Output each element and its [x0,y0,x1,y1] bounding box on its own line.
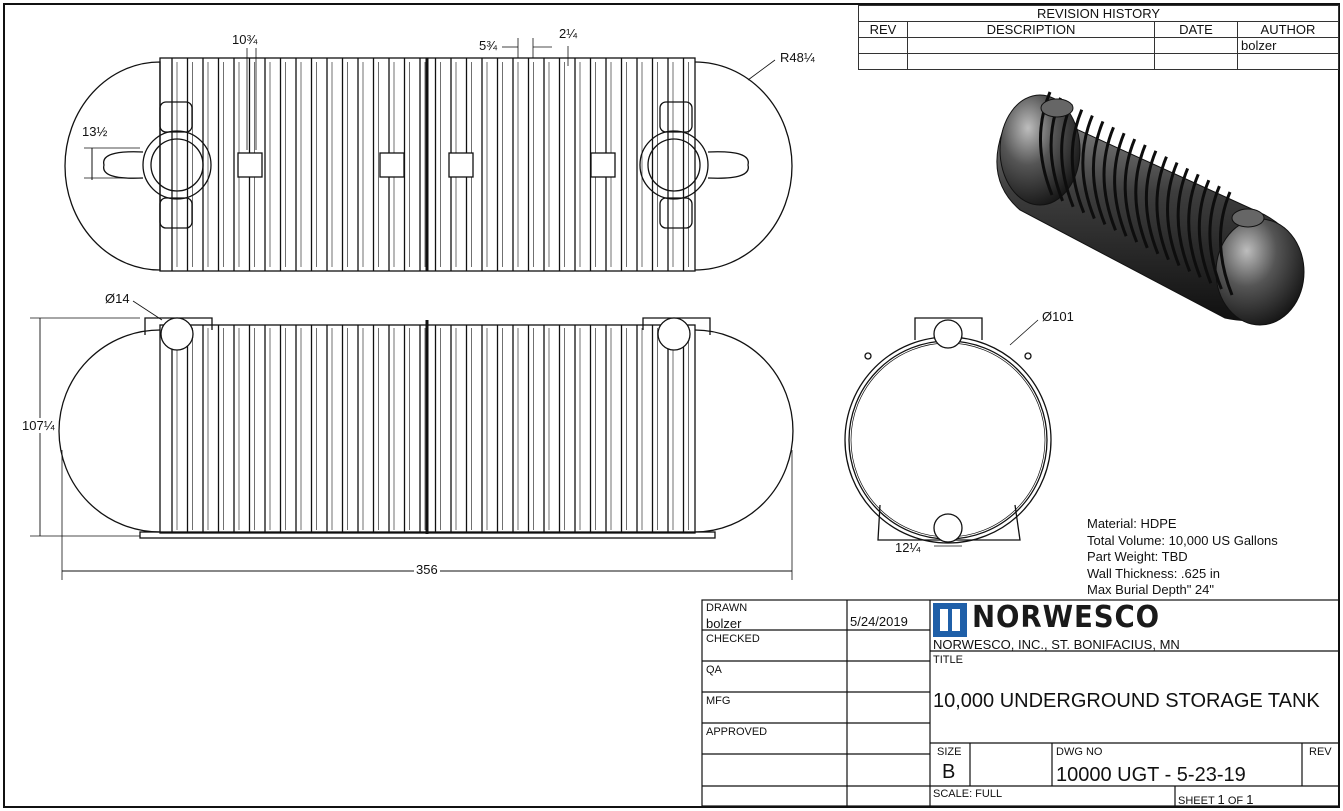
drawn-date: 5/24/2019 [850,614,908,629]
norwesco-logo-mark [933,603,967,637]
isometric-view [996,91,1305,326]
iso-rib [1123,138,1139,243]
left-bottom-lug [159,197,193,229]
iso-rib [1208,185,1223,290]
author-header: AUTHOR [1237,21,1339,38]
end-view-riser [914,317,983,340]
iso-rib [1155,156,1170,261]
iso-rib [1091,120,1107,225]
inspection-port [379,152,405,178]
checked-label: CHECKED [706,633,760,645]
end-view-tab [1024,352,1032,360]
company-name: NORWESCO, INC., ST. BONIFACIUS, MN [933,637,1180,652]
spec-burial: Max Burial Depth" 24" [1087,582,1215,597]
sheet-total: 1 [1246,792,1254,807]
size-label: SIZE [937,746,962,758]
dim-fitting-height: 13½ [82,124,108,139]
revision-history-table: REVISION HISTORY REV DESCRIPTION DATE AU… [858,5,1339,70]
revision-cell: bolzer [1237,37,1339,54]
inspection-port [237,152,263,178]
left-top-lug [159,101,193,133]
approved-label: APPROVED [706,726,768,738]
leader-line [747,59,776,81]
end-view-tab [864,352,872,360]
inspection-port [590,152,616,178]
left-fitting [103,151,144,179]
end-view-outer [844,336,1052,544]
end-view [844,317,1052,547]
dim-tank-diameter: Ø101 [1042,309,1074,324]
sheet-border [3,3,1340,808]
iso-rib [1134,144,1149,249]
specifications: Material: HDPE Total Volume: 10,000 US G… [1087,516,1327,599]
drawn-label: DRAWN [706,602,748,614]
drawn-by: bolzer [706,616,742,631]
top-view-right-dome [694,61,793,271]
drawing-title: 10,000 UNDERGROUND STORAGE TANK [933,690,1320,712]
end-view-manway [933,319,963,349]
dim-manway-diameter: Ø14 [105,291,130,306]
dim-rib-width: 10¾ [232,32,258,47]
iso-rib [1218,191,1234,296]
iso-rib [1102,126,1117,231]
dim-overall-height: 107¼ [22,418,55,433]
iso-rib [1187,173,1202,278]
side-view-right-dome [694,329,794,533]
inspection-port [448,152,474,178]
dim-rib-spacing-left: 5¾ [479,38,498,53]
mfg-label: MFG [706,695,731,707]
right-manway-inner [647,138,701,192]
top-view [64,38,793,272]
iso-rib [1081,114,1096,220]
of-word: OF [1227,795,1244,807]
right-bottom-lug [659,197,693,229]
qa-label: QA [706,664,722,676]
spec-wall: Wall Thickness: .625 in [1087,565,1220,581]
right-top-lug [659,101,693,133]
scale: SCALE: FULL [933,788,1003,800]
leader-line [1009,319,1039,346]
spec-volume: Total Volume: 10,000 US Gallons [1087,532,1278,548]
left-manway-side [160,317,194,351]
right-manway [639,130,709,200]
dim-end-radius: R48¼ [780,50,815,65]
leader-line [132,300,163,321]
sheet-number: 1 [1217,792,1225,807]
iso-rib [1176,167,1192,273]
left-manway-inner [150,138,204,192]
top-view-left-dome [64,61,161,271]
spec-weight: Part Weight: TBD [1087,549,1188,564]
spec-material: Material: HDPE [1087,516,1177,531]
iso-rib [1144,150,1160,255]
dim-rib-spacing-right: 2¼ [559,26,578,41]
revision-cell [1237,53,1339,70]
iso-rib [1113,132,1128,237]
iso-rib [1197,179,1213,284]
right-manway-side [657,317,691,351]
dwg-no-label: DWG NO [1056,746,1103,758]
left-manway [142,130,212,200]
side-view-left-dome [58,329,161,533]
rev-label: REV [1309,746,1332,758]
side-view-ribs [171,325,689,533]
side-view-base [139,531,716,539]
side-view [30,300,794,580]
dim-outlet-width: 12¼ [895,540,921,555]
norwesco-logo-text: NORWESCO [972,600,1161,635]
iso-rib [1070,109,1086,214]
end-view-inner [848,340,1048,540]
iso-rib [1166,162,1181,267]
sheet-size: B [942,761,956,783]
end-view-outlet [933,513,963,543]
sheet-count: SHEET 1 OF 1 [1178,792,1253,807]
right-fitting [707,151,749,179]
sheet-word: SHEET [1178,795,1215,807]
title-label: TITLE [933,654,963,666]
dim-overall-length: 356 [414,562,440,577]
rev-header: REV [858,21,908,38]
dwg-no: 10000 UGT - 5-23-19 [1056,764,1246,786]
